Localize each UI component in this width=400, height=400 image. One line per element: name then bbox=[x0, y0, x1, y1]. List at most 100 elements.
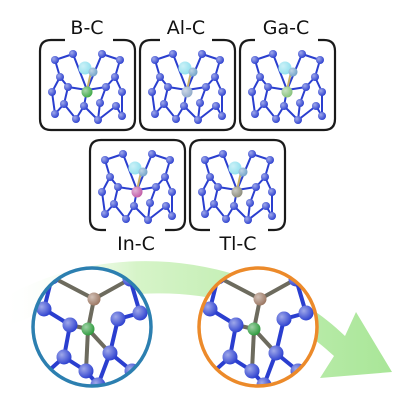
silicon-atom bbox=[36, 301, 52, 317]
silicon-atom bbox=[318, 112, 326, 120]
silicon-atom bbox=[264, 83, 272, 91]
molecule-tl-c bbox=[198, 150, 276, 224]
dopant-atom bbox=[281, 86, 293, 98]
silicon-atom bbox=[298, 305, 314, 321]
silicon-atom bbox=[102, 345, 118, 361]
silicon-atom bbox=[194, 116, 202, 124]
silicon-atom bbox=[168, 188, 176, 196]
carbon-atom bbox=[288, 67, 298, 77]
silicon-atom bbox=[111, 73, 119, 81]
panel-labels: B-C Al-C Ga-C In-C Tl-C bbox=[70, 17, 309, 255]
carbon-atom bbox=[88, 67, 98, 77]
silicon-atom bbox=[112, 102, 120, 110]
silicon-atom bbox=[218, 112, 226, 120]
panel-label-tl-c: Tl-C bbox=[218, 233, 256, 255]
dopant-atom bbox=[231, 186, 243, 198]
dopant-atom bbox=[81, 86, 93, 98]
silicon-atom bbox=[266, 156, 274, 164]
silicon-atom bbox=[101, 210, 109, 218]
silicon-atom bbox=[206, 173, 214, 181]
silicon-atom bbox=[101, 156, 109, 164]
silicon-atom bbox=[302, 83, 310, 91]
silicon-atom bbox=[152, 183, 160, 191]
silicon-atom bbox=[98, 188, 106, 196]
panel-frame-1 bbox=[138, 38, 237, 132]
silicon-atom bbox=[269, 50, 277, 58]
silicon-atom bbox=[116, 56, 124, 64]
silicon-atom bbox=[156, 73, 164, 81]
panel-frames bbox=[38, 38, 337, 232]
silicon-atom bbox=[69, 50, 77, 58]
silicon-atom bbox=[202, 301, 218, 317]
silicon-atom bbox=[251, 110, 259, 118]
panel-label-b-c: B-C bbox=[70, 17, 103, 39]
silicon-atom bbox=[272, 115, 280, 123]
silicon-atom bbox=[216, 56, 224, 64]
silicon-atom bbox=[201, 156, 209, 164]
carbon-atom bbox=[138, 167, 148, 177]
panel-frame-3 bbox=[88, 138, 187, 232]
silicon-atom bbox=[316, 56, 324, 64]
silicon-atom bbox=[318, 88, 326, 96]
silicon-atom bbox=[280, 102, 288, 110]
panel-molecules bbox=[48, 50, 326, 224]
dopant-atom bbox=[181, 86, 193, 98]
silicon-atom bbox=[261, 173, 269, 181]
silicon-atom bbox=[106, 173, 114, 181]
hydrogen-atom bbox=[278, 61, 292, 75]
panel-label-in-c: In-C bbox=[117, 233, 155, 255]
silicon-atom bbox=[96, 99, 104, 107]
silicon-atom bbox=[146, 199, 154, 207]
silicon-atom bbox=[311, 73, 319, 81]
silicon-atom bbox=[78, 363, 94, 379]
silicon-atom bbox=[294, 116, 302, 124]
silicon-atom bbox=[151, 56, 159, 64]
silicon-atom bbox=[102, 83, 110, 91]
silicon-atom bbox=[110, 200, 118, 208]
silicon-atom bbox=[114, 183, 122, 191]
silicon-atom bbox=[160, 100, 168, 108]
panel-frame-4 bbox=[188, 138, 287, 232]
silicon-atom bbox=[51, 56, 59, 64]
silicon-atom bbox=[268, 188, 276, 196]
dopant-atom bbox=[247, 322, 261, 336]
silicon-atom bbox=[260, 100, 268, 108]
hydrogen-atom bbox=[128, 161, 142, 175]
hydrogen-atom bbox=[228, 161, 242, 175]
silicon-atom bbox=[162, 202, 170, 210]
silicon-atom bbox=[122, 215, 130, 223]
panel-frame-0 bbox=[38, 38, 137, 132]
silicon-atom bbox=[248, 150, 256, 158]
hydrogen-atom bbox=[78, 61, 92, 75]
top-atom bbox=[253, 292, 267, 306]
top-atom bbox=[87, 292, 101, 306]
dopant-atom bbox=[131, 186, 143, 198]
silicon-atom bbox=[72, 115, 80, 123]
silicon-atom bbox=[198, 188, 206, 196]
silicon-atom bbox=[210, 200, 218, 208]
silicon-atom bbox=[119, 150, 127, 158]
silicon-atom bbox=[94, 116, 102, 124]
silicon-atom bbox=[252, 183, 260, 191]
silicon-atom bbox=[161, 173, 169, 181]
silicon-atom bbox=[110, 311, 126, 327]
silicon-atom bbox=[262, 202, 270, 210]
carbon-atom bbox=[188, 67, 198, 77]
silicon-atom bbox=[132, 305, 148, 321]
silicon-atom bbox=[180, 102, 188, 110]
silicon-atom bbox=[169, 50, 177, 58]
silicon-atom bbox=[144, 216, 152, 224]
silicon-atom bbox=[198, 50, 206, 58]
silicon-atom bbox=[98, 50, 106, 58]
silicon-atom bbox=[166, 156, 174, 164]
silicon-atom bbox=[148, 88, 156, 96]
silicon-atom bbox=[80, 102, 88, 110]
silicon-atom bbox=[268, 345, 284, 361]
molecule-in-c bbox=[98, 150, 176, 224]
zoom-circle-left-icon bbox=[31, 266, 153, 388]
silicon-atom bbox=[312, 102, 320, 110]
carbon-atom bbox=[238, 167, 248, 177]
silicon-atom bbox=[228, 317, 244, 333]
panel-label-ga-c: Ga-C bbox=[263, 17, 310, 39]
